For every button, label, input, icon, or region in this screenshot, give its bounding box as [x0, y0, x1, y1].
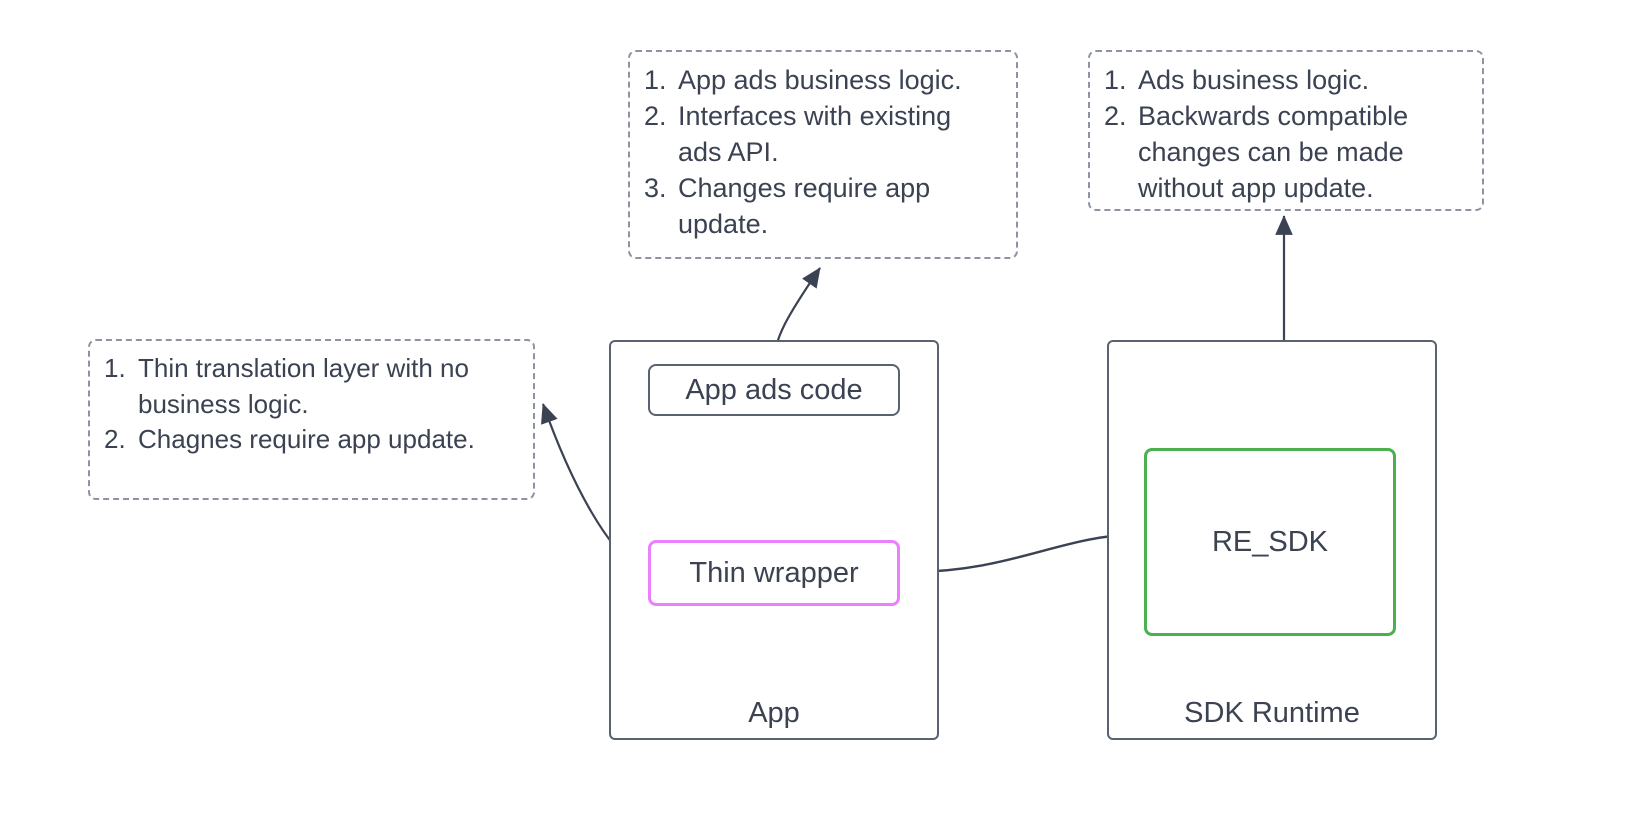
note-list: Thin translation layer with no business …: [104, 351, 519, 458]
note-item: Thin translation layer with no business …: [104, 351, 469, 419]
note-item: Backwards compatible changes can be made…: [1104, 98, 1409, 204]
thin-wrapper-note: Thin translation layer with no business …: [88, 339, 535, 500]
note-list: App ads business logic. Interfaces with …: [644, 62, 1002, 242]
node-thin-wrapper: Thin wrapper: [648, 540, 900, 606]
app-container-label: App: [748, 697, 800, 729]
note-item: Ads business logic.: [1104, 62, 1370, 98]
app-ads-code-note: App ads business logic. Interfaces with …: [628, 50, 1018, 259]
note-list: Ads business logic. Backwards compatible…: [1104, 62, 1468, 206]
node-re-sdk: RE_SDK: [1144, 448, 1396, 636]
connector-thin-wrapper-re-sdk: [909, 524, 1139, 582]
node-app-ads-code: App ads code: [648, 364, 900, 416]
note-item: Changes require app update.: [644, 170, 931, 240]
note-item: Interfaces with existing ads API.: [644, 98, 952, 168]
note-item: Chagnes require app update.: [104, 422, 475, 457]
re-sdk-note: Ads business logic. Backwards compatible…: [1088, 50, 1484, 211]
sdk-runtime-container-label: SDK Runtime: [1184, 697, 1360, 729]
note-item: App ads business logic.: [644, 62, 962, 98]
